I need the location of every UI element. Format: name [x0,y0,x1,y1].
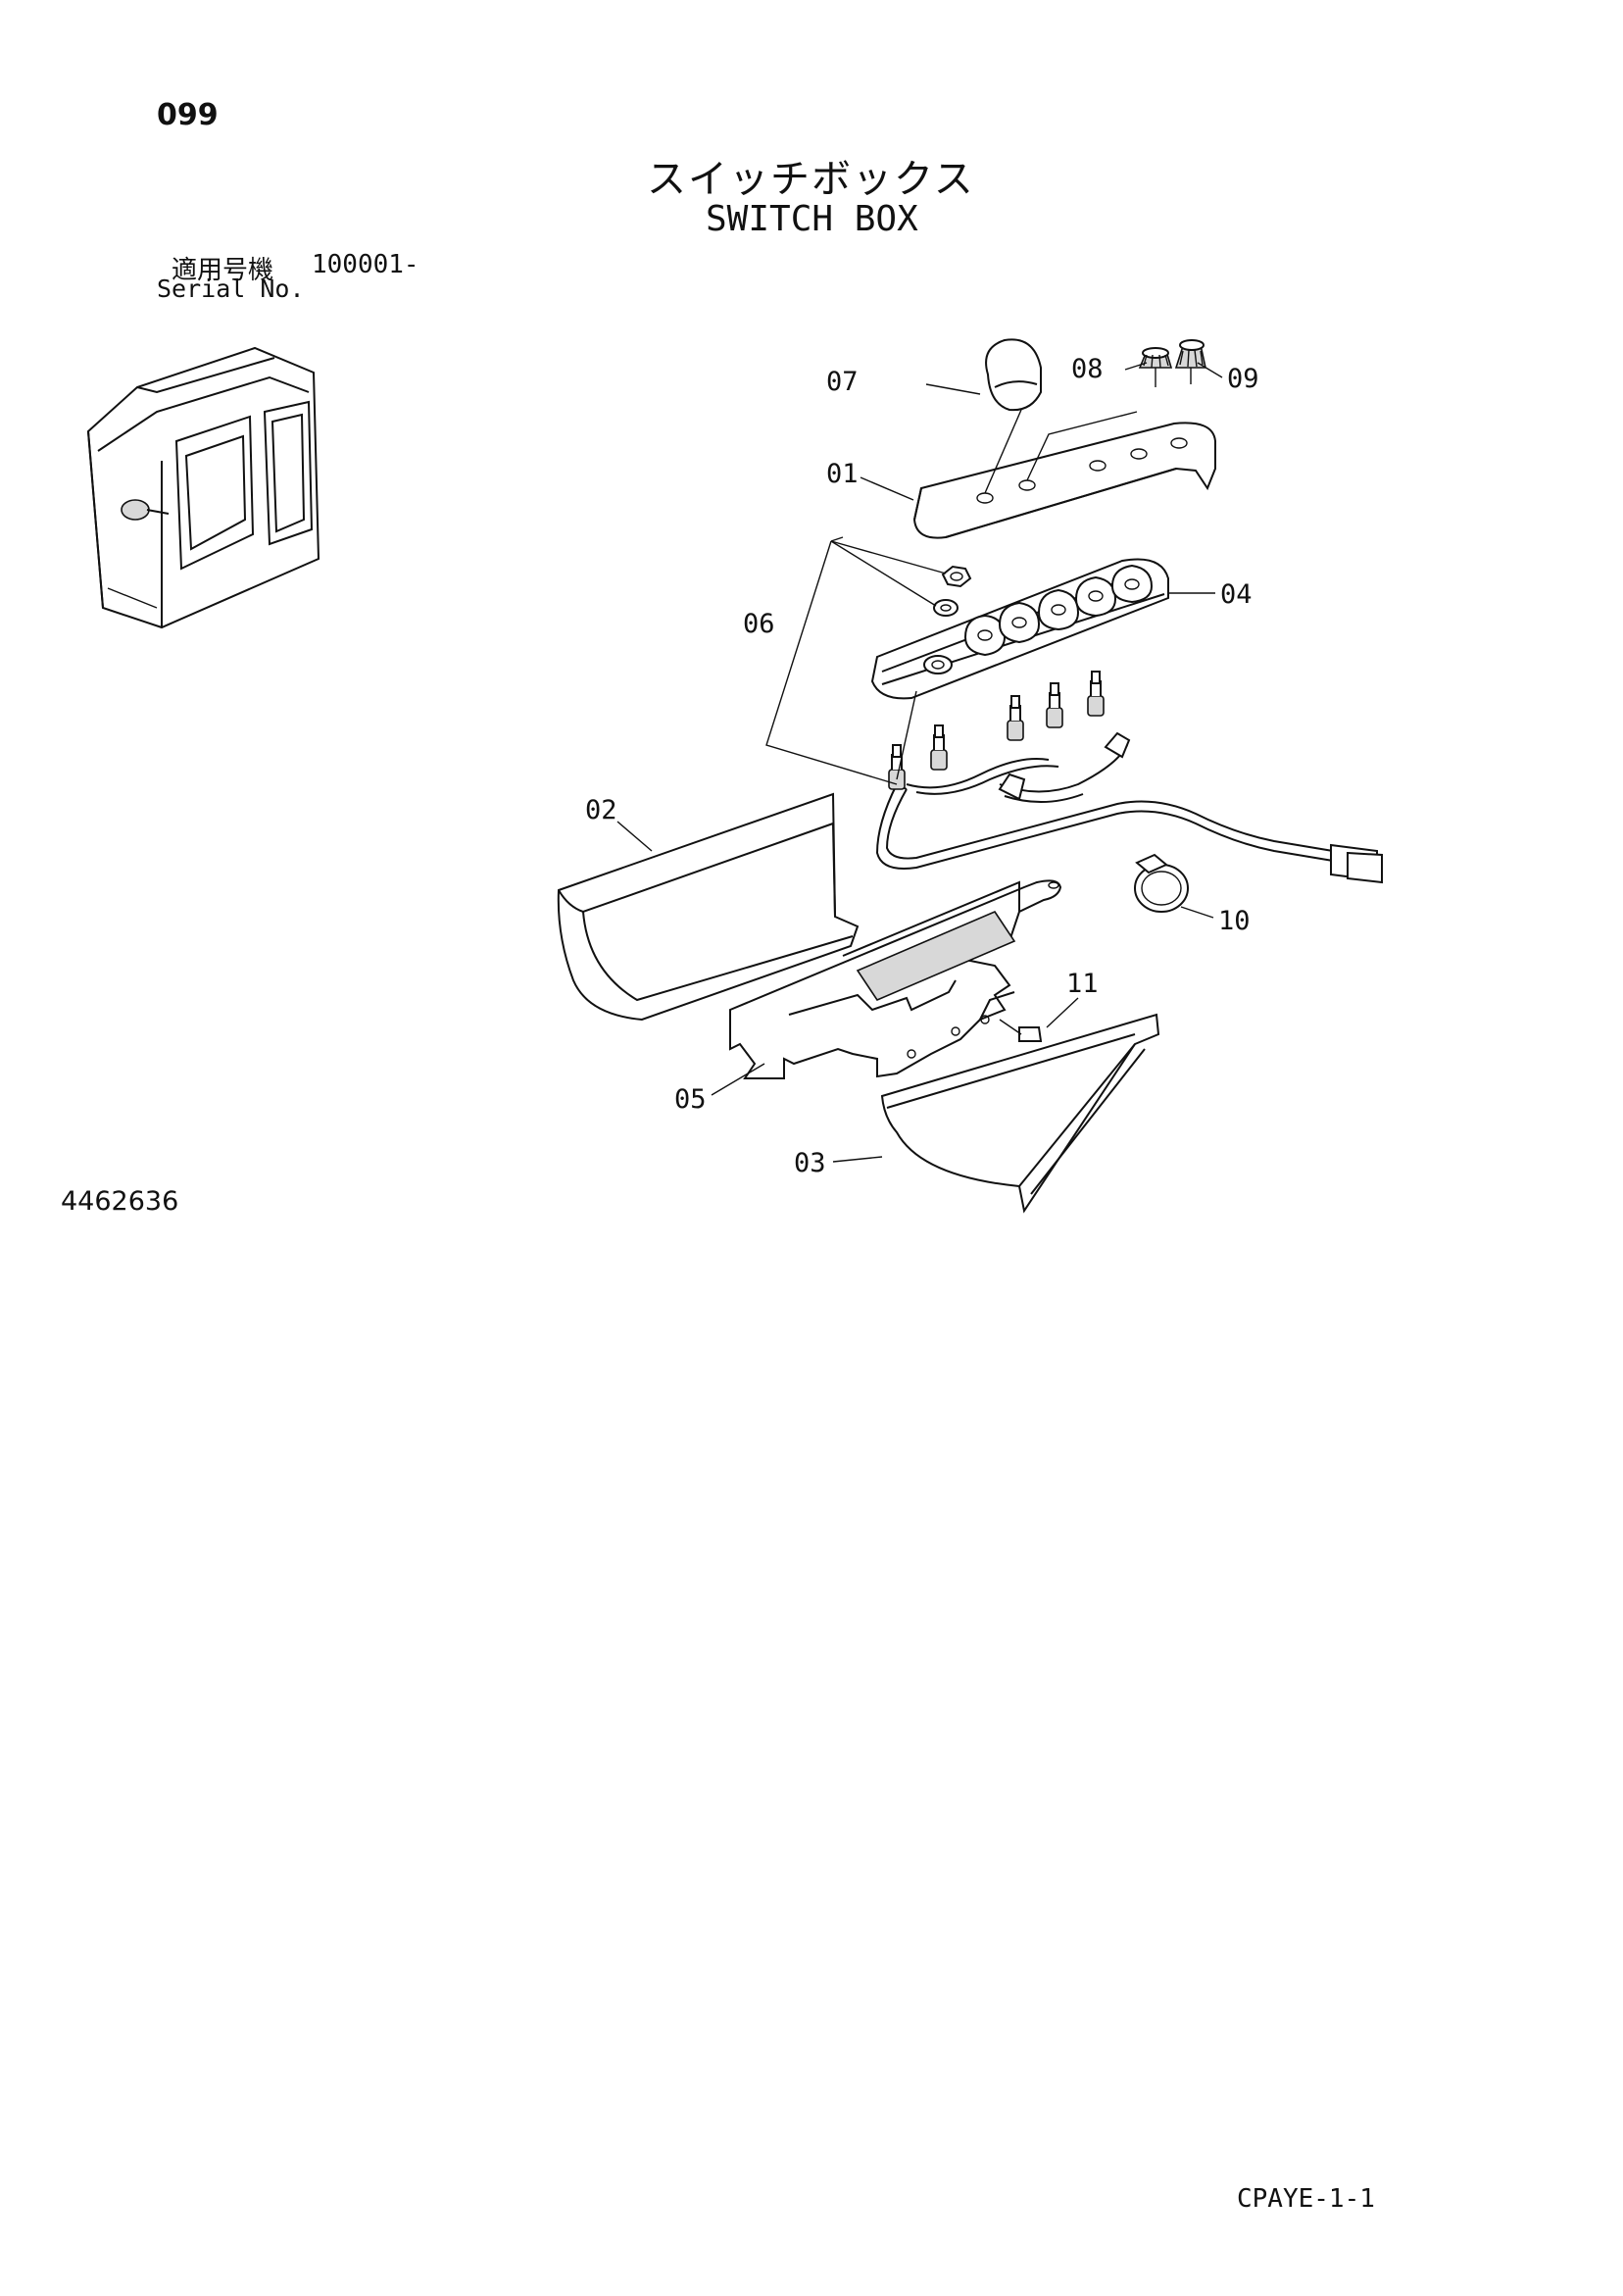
serial-range: 100001- [312,250,419,279]
part-10-band-clamp [1134,853,1189,913]
cab-location-thumbnail [86,346,320,629]
switch-harness [875,671,1383,884]
part-labels: 07 08 09 01 04 06 02 10 11 05 03 [585,354,1259,1178]
part-label-11: 11 [1066,969,1099,999]
leader-lines [616,362,1223,1163]
part-08-knob [1138,347,1173,387]
drawing-number: 4462636 [61,1186,179,1217]
part-02-left-cover [557,792,860,1022]
part-09-knob [1174,339,1206,384]
part-label-03: 03 [794,1148,826,1178]
page-number: 099 [157,98,219,132]
part-01-top-cover [912,409,1216,539]
part-label-02: 02 [585,795,617,825]
switch-box-location-marker [121,499,150,521]
part-03-right-cover [880,1013,1160,1214]
serial-label-japanese: 適用号機 [172,256,274,285]
part-label-09: 09 [1227,364,1259,394]
part-04-switch-panel [870,558,1169,700]
serial-label-english: Serial No. [157,275,305,303]
part-label-07: 07 [826,367,859,397]
part-11-screw [999,1019,1043,1042]
part-label-06: 06 [743,609,775,639]
part-label-10: 10 [1218,906,1251,936]
page-code: CPAYE-1-1 [1237,2184,1375,2214]
part-06-nut-washer [933,565,972,617]
title-english: SWITCH BOX [706,199,918,239]
part-05-bracket [729,879,1062,1079]
part-07-knob [985,338,1042,412]
part-label-04: 04 [1220,579,1253,610]
part-label-01: 01 [826,459,859,489]
title-japanese: スイッチボックス [647,157,975,202]
part-label-08: 08 [1071,354,1104,384]
part-label-05: 05 [674,1084,707,1115]
